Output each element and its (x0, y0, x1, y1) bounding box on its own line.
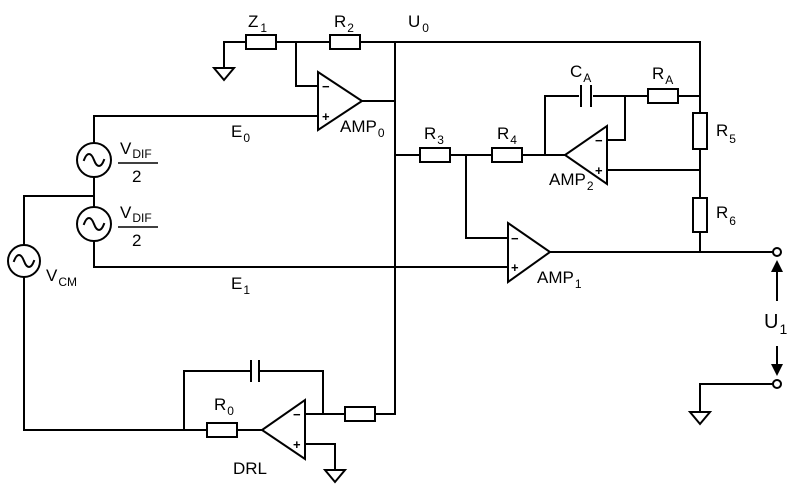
resistor-r4 (491, 147, 523, 163)
label-e1: E1 (231, 274, 250, 297)
resistor-r6 (692, 197, 708, 233)
ground-symbol-drl (322, 469, 348, 484)
label-ra: RA (652, 64, 673, 87)
op-amp-drl: − + (260, 398, 306, 461)
resistor-r2 (329, 34, 361, 50)
amp0-plus-sign: + (322, 109, 330, 124)
amp0-minus-sign: − (322, 79, 330, 94)
label-drl: DRL (233, 459, 267, 478)
output-terminal-top (772, 247, 782, 257)
op-amp-amp1: − + (507, 221, 552, 284)
label-amp2: AMP2 (549, 170, 594, 193)
amp1-minus-sign: − (511, 231, 519, 246)
label-amp0: AMP0 (340, 117, 385, 140)
resistor-r3 (419, 147, 451, 163)
label-vdif-top: VDIF 2 (118, 139, 158, 186)
amp2-minus-sign: − (595, 133, 603, 148)
ac-source-vdif-top (76, 142, 112, 178)
u1-arrow-up-icon (771, 260, 783, 272)
svg-text:VDIF: VDIF (120, 203, 152, 225)
label-r4: R4 (497, 124, 517, 147)
svg-text:2: 2 (132, 231, 141, 250)
drl-plus-sign: + (293, 437, 301, 452)
drl-minus-sign: − (293, 407, 301, 422)
output-terminal-bottom (772, 379, 782, 389)
label-r0: R0 (214, 395, 234, 418)
capacitor-ca (580, 85, 592, 107)
u1-arrow-down-icon (771, 364, 783, 376)
svg-text:VDIF: VDIF (120, 139, 152, 161)
impedance-z1 (245, 34, 277, 50)
resistor-ra (647, 88, 679, 104)
amp1-plus-sign: + (511, 260, 519, 275)
ground-symbol-top (211, 67, 237, 82)
label-r6: R6 (716, 203, 736, 228)
label-amp1: AMP1 (537, 268, 582, 291)
label-r5: R5 (716, 121, 736, 146)
resistor-drl-out (344, 406, 376, 422)
label-r3: R3 (424, 124, 444, 147)
op-amp-amp2: − + (563, 124, 608, 186)
label-e0: E0 (231, 122, 250, 145)
capacitor-drl (250, 360, 260, 382)
ground-symbol-output (687, 411, 713, 426)
svg-text:2: 2 (132, 167, 141, 186)
amp2-plus-sign: + (595, 163, 603, 178)
wires (23, 41, 778, 471)
label-ca: CA (570, 62, 591, 85)
label-r2: R2 (334, 12, 354, 35)
op-amp-amp0: − + (317, 70, 364, 132)
label-u1: U1 (764, 311, 787, 337)
label-vdif-bottom: VDIF 2 (118, 203, 158, 250)
ac-source-vcm (7, 244, 41, 278)
ac-source-vdif-bottom (76, 206, 112, 242)
resistor-r5 (692, 112, 708, 150)
resistor-r0 (206, 422, 238, 438)
label-vcm: VCM (46, 266, 77, 289)
